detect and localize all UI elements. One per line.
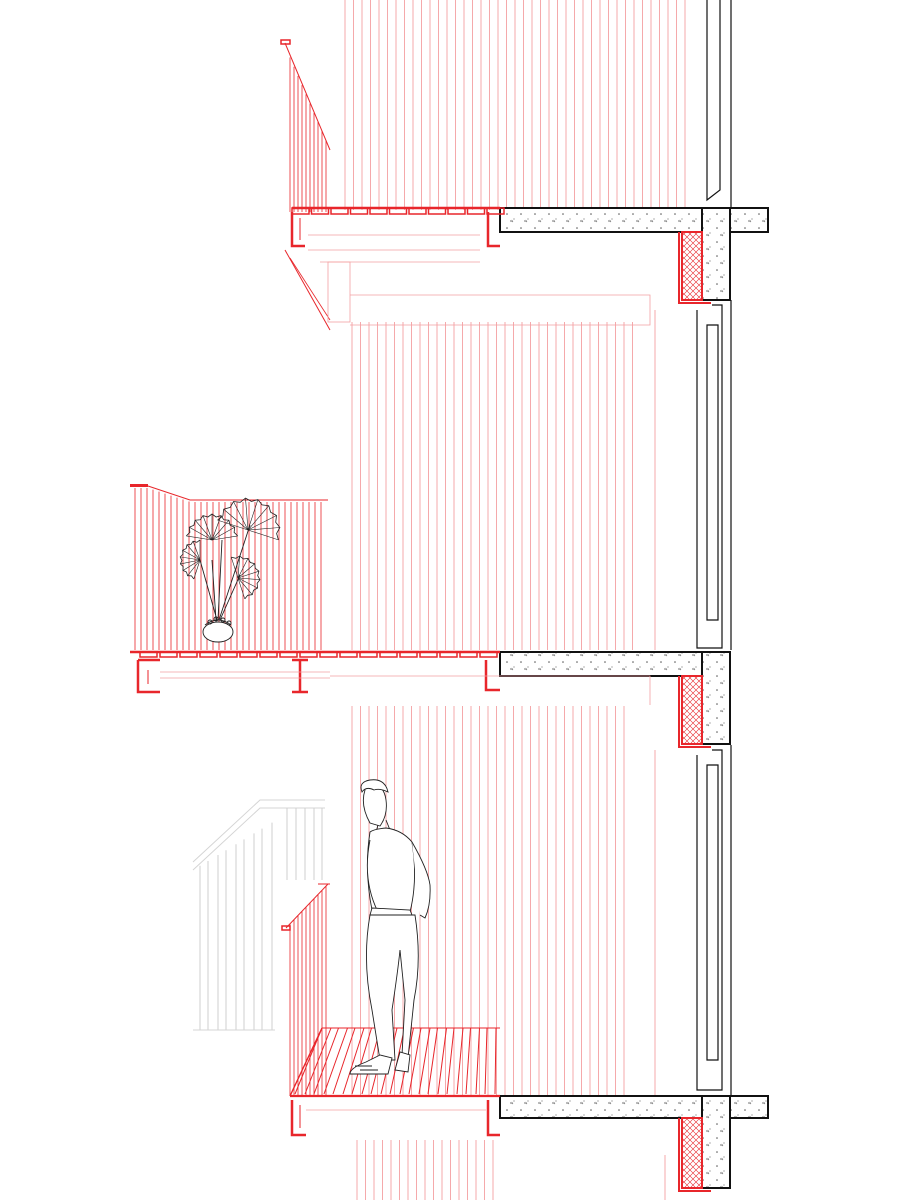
timber-screen [344, 0, 686, 210]
window-frame [696, 0, 732, 1095]
potted-plant [179, 497, 281, 643]
timber-screen [351, 310, 656, 650]
upper-balcony [280, 39, 651, 331]
insulation [678, 231, 711, 1192]
ghost-railing [192, 799, 325, 1031]
middle-balcony [130, 484, 651, 705]
concrete-slab [499, 207, 769, 1189]
person-figure [349, 779, 431, 1075]
